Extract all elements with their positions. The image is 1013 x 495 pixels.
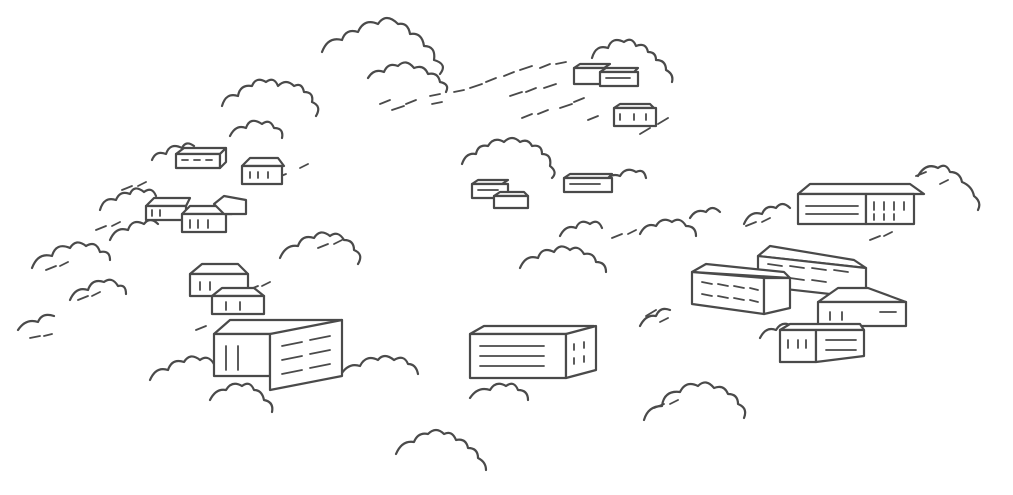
building-large-left	[212, 318, 344, 392]
forest-outline-bottom-right	[642, 381, 747, 422]
building-long-center	[468, 324, 598, 380]
forest-outline-left-ridge	[220, 78, 320, 118]
forest-outline-bottom-center	[338, 354, 420, 378]
building-right-small-roof	[816, 286, 908, 328]
house-small-2	[240, 156, 286, 186]
forest-outline-left-middle-2	[278, 231, 362, 266]
forest-outline-bottom-middle	[394, 382, 530, 472]
building-center-b	[492, 190, 530, 210]
house-small-1	[174, 146, 228, 170]
building-far-right-top	[796, 182, 926, 226]
forest-outline-left-lower	[16, 241, 128, 332]
forest-outline-top	[320, 16, 449, 94]
house-left-middle	[188, 262, 266, 316]
buildings-center-small	[470, 62, 658, 210]
forest-outline-upper-right	[590, 38, 674, 84]
hill-hatching	[29, 61, 949, 409]
building-upper-right-b	[612, 102, 658, 128]
building-center-c	[562, 172, 614, 194]
forest-outline-center	[460, 136, 556, 180]
forest-outlines	[16, 16, 981, 472]
forest-outline-right-mid	[638, 206, 722, 238]
forest-outline-center-lower	[518, 220, 608, 274]
forest-outline-bottom-left	[148, 355, 274, 414]
building-right-front	[690, 262, 792, 316]
buildings-right	[690, 182, 926, 364]
forest-outline-mid-left	[150, 119, 284, 162]
houses-upper-left	[144, 146, 286, 234]
house-cluster-left	[144, 194, 248, 234]
building-right-bottom	[778, 322, 866, 364]
building-upper-right-a	[572, 62, 640, 88]
forest-outline-far-right	[742, 164, 981, 226]
